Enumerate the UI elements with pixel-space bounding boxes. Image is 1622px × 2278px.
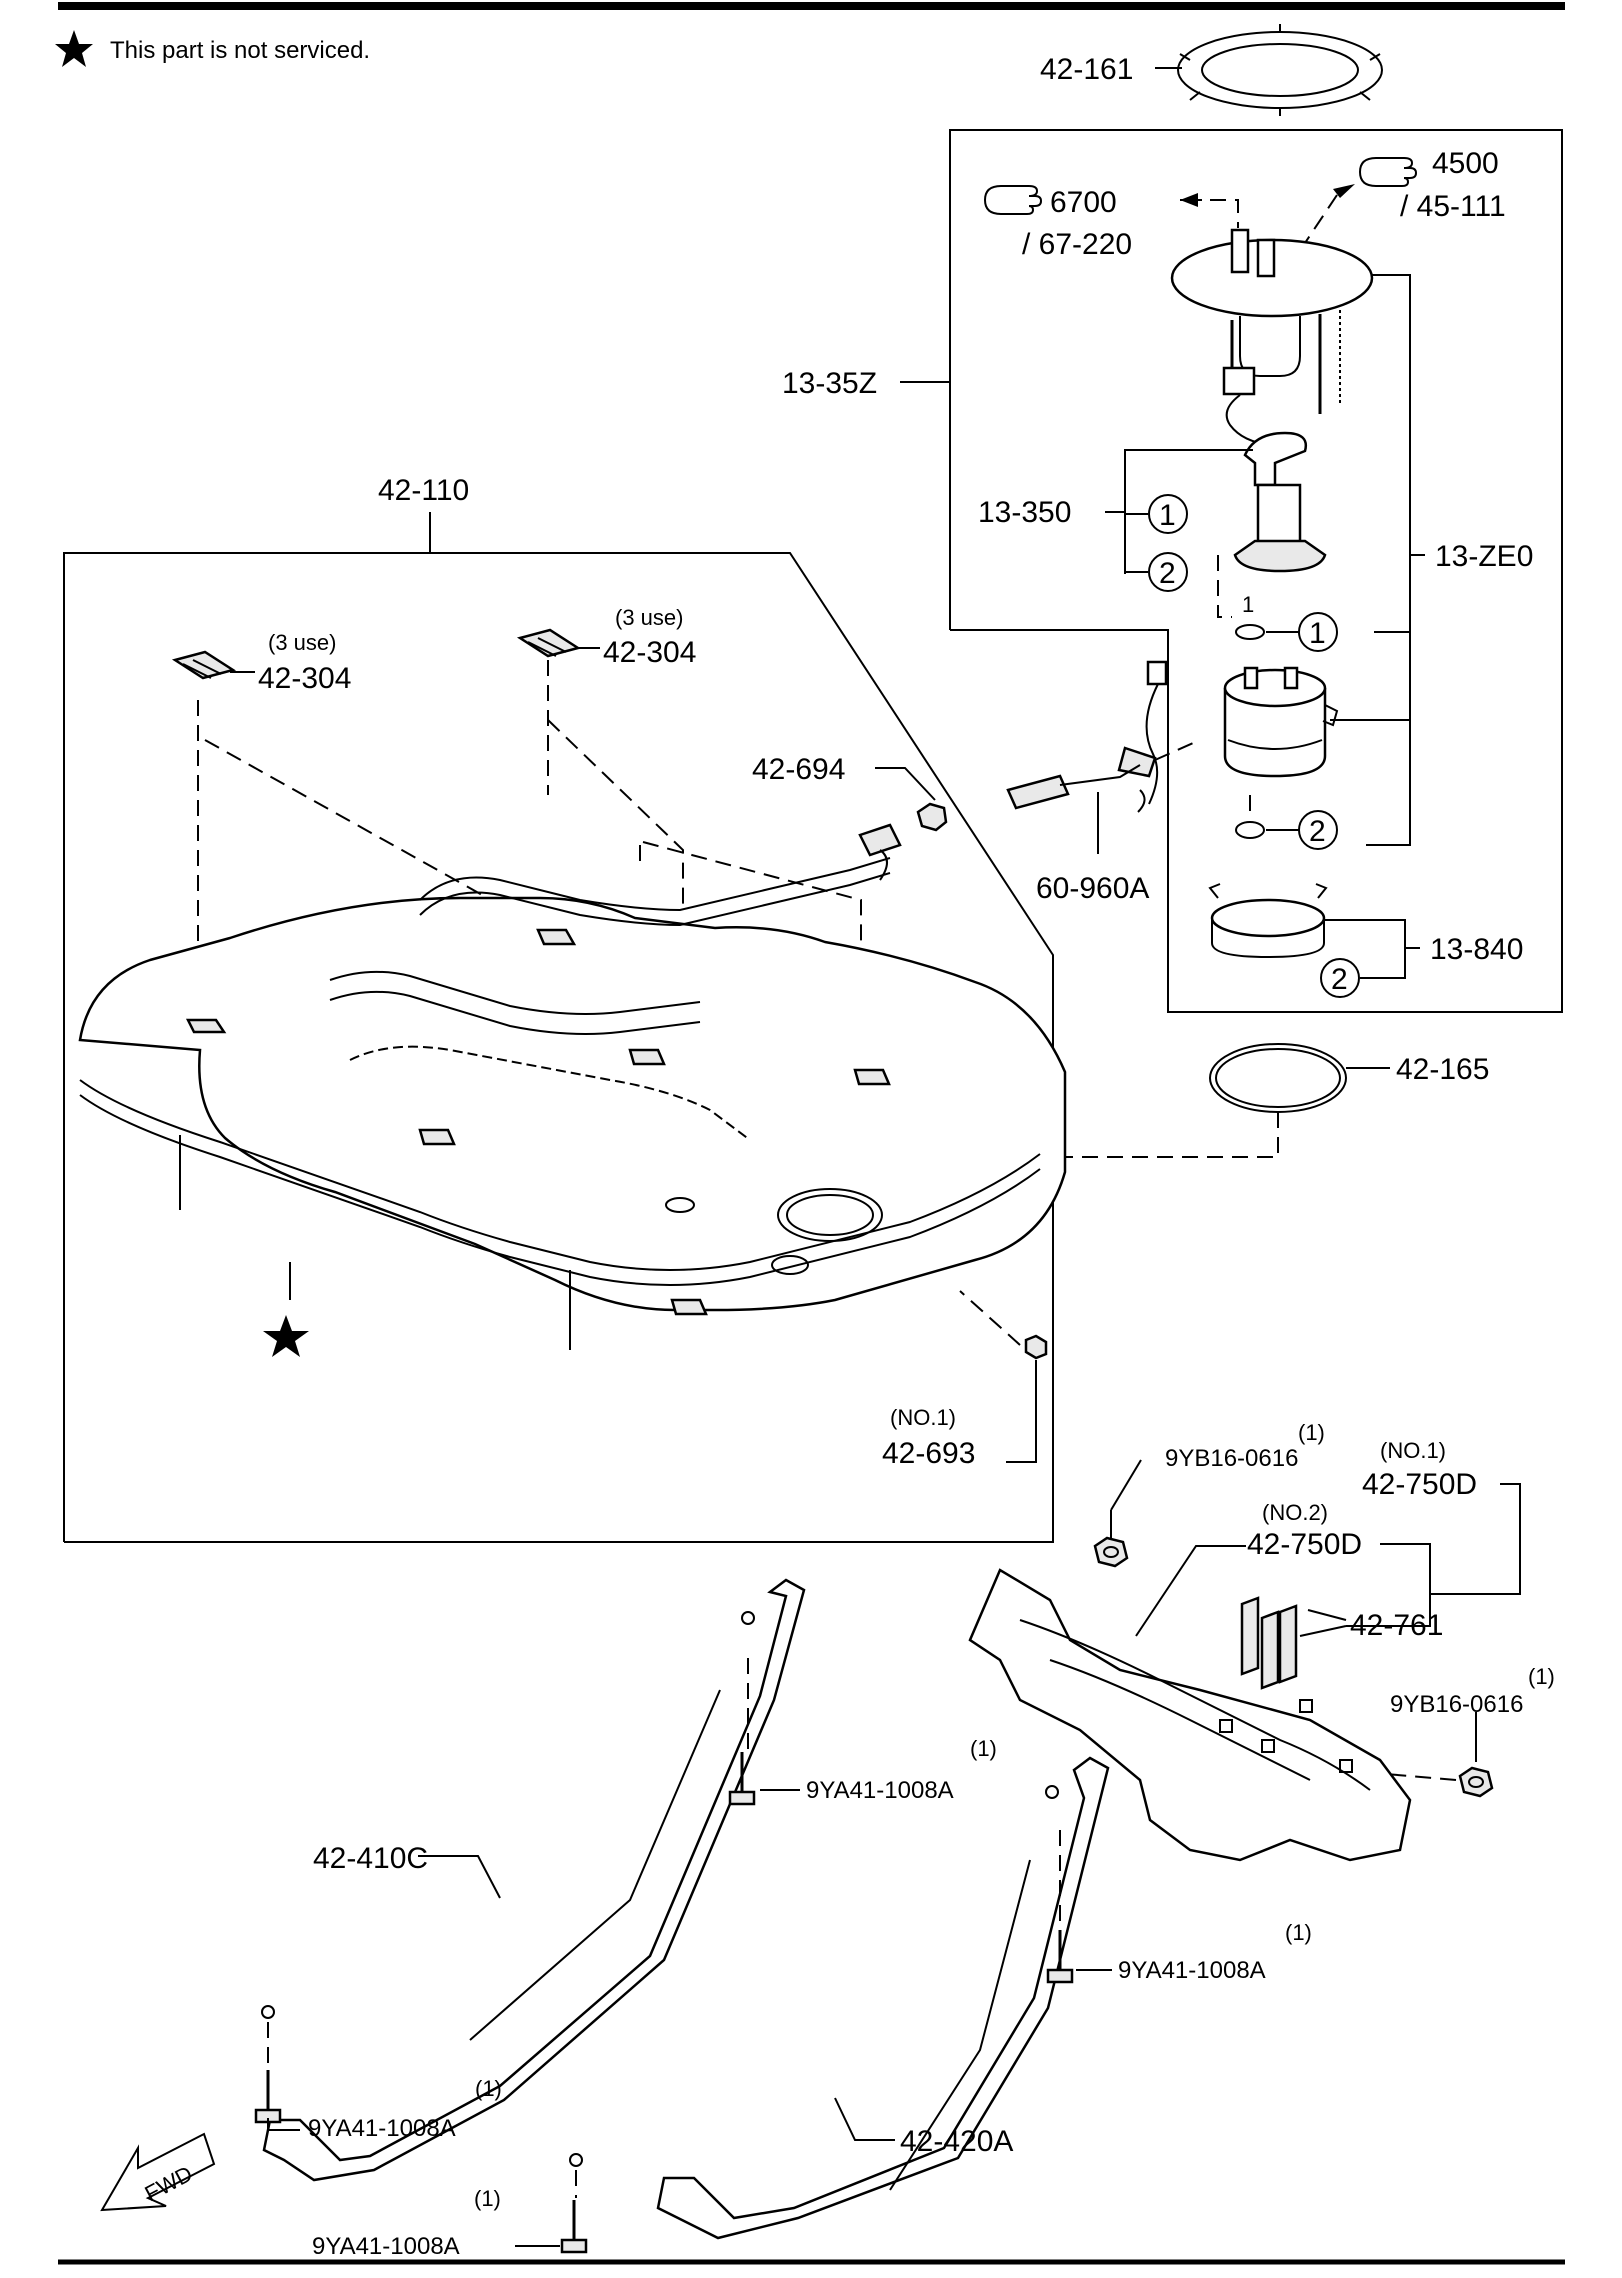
label-9yb16-0616-a: 9YB16-0616 — [1165, 1445, 1298, 1472]
callout-1: 1 — [1159, 499, 1176, 532]
ref-45-111: / 45-111 — [1400, 190, 1506, 223]
ref-4500: 4500 — [1432, 147, 1499, 180]
ref-67-220: / 67-220 — [1022, 228, 1132, 261]
pump-flange-part — [1170, 228, 1374, 414]
gasket-ring-part — [1177, 24, 1383, 116]
protector-no1: (NO.1) — [1380, 1438, 1446, 1463]
label-42-694: 42-694 — [752, 753, 845, 786]
label-42-304-b: 42-304 — [603, 636, 696, 669]
nut-part — [1093, 1536, 1129, 1568]
label-9ya41-1008a-d: 9YA41-1008A — [312, 2233, 460, 2260]
label-13-35z: 13-35Z — [782, 367, 877, 400]
bolt-d-qty: (1) — [474, 2186, 501, 2211]
bolt-part — [254, 2070, 282, 2124]
pump-assy-outline — [949, 129, 1563, 1013]
label-13-350: 13-350 — [978, 496, 1071, 529]
pump-reservoir-part — [1223, 666, 1339, 778]
label-42-165: 42-165 — [1396, 1053, 1489, 1086]
nut-part — [1458, 1766, 1494, 1798]
pad-a-qty: (3 use) — [268, 630, 336, 655]
callout-2: 2 — [1331, 963, 1348, 996]
fwd-label: FWD — [141, 2161, 197, 2207]
legend-note: This part is not serviced. — [110, 37, 370, 64]
hand-pointer-icon — [983, 185, 1043, 215]
label-9ya41-1008a-c: 9YA41-1008A — [1118, 1957, 1266, 1984]
label-13-840: 13-840 — [1430, 933, 1523, 966]
label-9ya41-1008a-a: 9YA41-1008A — [806, 1777, 954, 1804]
label-42-420a: 42-420A — [900, 2125, 1013, 2158]
o-ring-part — [1235, 821, 1265, 839]
seal-ring-part — [1209, 1043, 1347, 1113]
spacer-part — [1240, 1596, 1298, 1690]
label-60-960a: 60-960A — [1036, 872, 1149, 905]
nut-b-qty: (1) — [1528, 1664, 1555, 1689]
forward-arrow-icon: FWD — [100, 2132, 216, 2212]
label-42-410c: 42-410C — [313, 1842, 428, 1875]
label-42-693: 42-693 — [882, 1437, 975, 1470]
fuel-gauge-sender-part — [1006, 660, 1168, 813]
valve-part — [1024, 1334, 1048, 1360]
bolt-a-qty: (1) — [970, 1736, 997, 1761]
nut-a-qty: (1) — [1298, 1420, 1325, 1445]
tank-box-outline — [63, 552, 1054, 1543]
pad-part — [516, 628, 582, 658]
star-icon — [55, 30, 93, 67]
label-13-ze0: 13-ZE0 — [1435, 540, 1533, 573]
hand-pointer-icon — [1358, 157, 1418, 187]
label-42-110: 42-110 — [378, 474, 469, 507]
cap-part — [916, 802, 948, 832]
bolt-part — [560, 2200, 588, 2254]
callout-2: 2 — [1159, 557, 1176, 590]
label-42-750d-no1: 42-750D — [1362, 1468, 1477, 1501]
pad-b-qty: (3 use) — [615, 605, 683, 630]
strap-part — [569, 1756, 1110, 2240]
label-42-304-a: 42-304 — [258, 662, 351, 695]
bolt-part — [728, 1752, 756, 1806]
retainer-ring-part — [1208, 883, 1328, 959]
label-9ya41-1008a-b: 9YA41-1008A — [308, 2115, 456, 2142]
pad-part — [171, 650, 237, 680]
callout-1: 1 — [1309, 617, 1326, 650]
label-42-761: 42-761 — [1350, 1609, 1443, 1642]
protector-no2: (NO.2) — [1262, 1500, 1328, 1525]
o-ring-part — [1235, 624, 1265, 640]
ref-6700: 6700 — [1050, 186, 1117, 219]
star-icon — [263, 1315, 309, 1357]
callout-2: 2 — [1309, 815, 1326, 848]
label-9yb16-0616-b: 9YB16-0616 — [1390, 1691, 1523, 1718]
bolt-part — [1046, 1930, 1074, 1984]
bolt-b-qty: (1) — [475, 2076, 502, 2101]
fuel-pump-part — [1233, 431, 1327, 573]
label-42-750d-no2: 42-750D — [1247, 1528, 1362, 1561]
strap-part — [261, 1578, 806, 2182]
fuel-tank-part — [78, 823, 1067, 1350]
valve-qty: (NO.1) — [890, 1405, 956, 1430]
protector-part — [968, 1568, 1412, 1862]
small-callout-1: 1 — [1242, 592, 1254, 617]
label-42-161: 42-161 — [1040, 53, 1133, 86]
bolt-c-qty: (1) — [1285, 1920, 1312, 1945]
